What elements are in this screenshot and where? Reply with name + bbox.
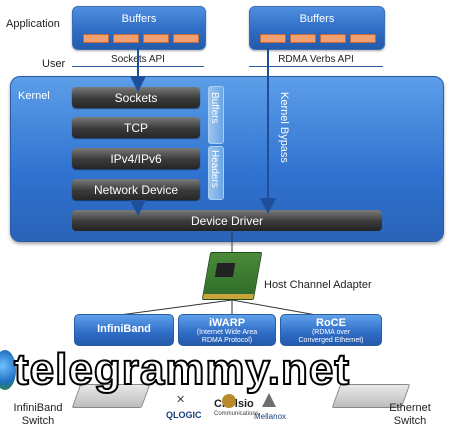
infiniband-switch-label: InfiniBand Switch bbox=[13, 402, 63, 427]
rdma-verbs-api-label: RDMA Verbs API bbox=[278, 54, 354, 65]
buffer-slot bbox=[320, 34, 346, 43]
kernel-buffers-column bbox=[208, 86, 224, 144]
fabric-roce: RoCE (RDMA over Converged Ethernet) bbox=[280, 314, 382, 346]
buffer-slot bbox=[350, 34, 376, 43]
hca-label: Host Channel Adapter bbox=[264, 279, 372, 291]
globe-icon bbox=[0, 350, 16, 390]
mellanox-logo: Mellanox bbox=[254, 412, 287, 421]
fabric-iwarp-title: iWARP bbox=[208, 317, 246, 329]
card-connector-icon bbox=[202, 294, 254, 299]
chelsio-tagline: Communications bbox=[214, 411, 259, 417]
layer-ip: IPv4/IPv6 bbox=[72, 148, 200, 169]
chip-icon bbox=[214, 263, 236, 277]
fabric-roce-subtitle: (RDMA over Converged Ethernet) bbox=[298, 329, 364, 344]
watermark-text: telegrammy.net bbox=[13, 344, 350, 395]
fabric-iwarp: iWARP (Internet Wide Area RDMA Protocol) bbox=[178, 314, 276, 346]
kernel-headers-column bbox=[208, 146, 224, 200]
fabric-infiniband-title: InfiniBand bbox=[97, 323, 151, 335]
application-label: Application bbox=[6, 18, 60, 30]
hca-to-infiniband-line bbox=[111, 299, 233, 317]
host-channel-adapter-card-icon bbox=[201, 252, 263, 300]
app-buffers-box-right: Buffers bbox=[249, 6, 385, 50]
user-label: User bbox=[42, 58, 66, 70]
buffer-slot bbox=[83, 34, 109, 43]
ethernet-switch-label: Ethernet Switch bbox=[389, 402, 431, 427]
app-buffers-box-left: Buffers bbox=[72, 6, 206, 50]
qlogic-mark-icon: ✕ bbox=[176, 394, 186, 406]
fabric-iwarp-subtitle: (Internet Wide Area RDMA Protocol) bbox=[196, 329, 258, 344]
rdma-verbs-api-line bbox=[249, 66, 383, 67]
layer-sockets: Sockets bbox=[72, 87, 200, 108]
layer-tcp: TCP bbox=[72, 117, 200, 138]
app-buffers-title-left: Buffers bbox=[121, 13, 157, 25]
app-buffers-title-right: Buffers bbox=[299, 13, 335, 25]
hca-to-roce-line bbox=[231, 299, 323, 317]
buffer-slot bbox=[290, 34, 316, 43]
fabric-roce-title: RoCE bbox=[316, 317, 346, 329]
fabric-infiniband: InfiniBand bbox=[74, 314, 174, 346]
layer-network-device: Network Device bbox=[72, 179, 200, 200]
qlogic-logo: QLOGIC bbox=[166, 410, 202, 420]
buffer-slot bbox=[260, 34, 286, 43]
kernel-label: Kernel bbox=[18, 90, 50, 102]
buffer-slot bbox=[143, 34, 169, 43]
buffer-slot bbox=[173, 34, 199, 43]
device-driver-bar: Device Driver bbox=[72, 210, 382, 231]
chelsio-emblem-icon bbox=[222, 394, 236, 408]
buffer-slot bbox=[113, 34, 139, 43]
